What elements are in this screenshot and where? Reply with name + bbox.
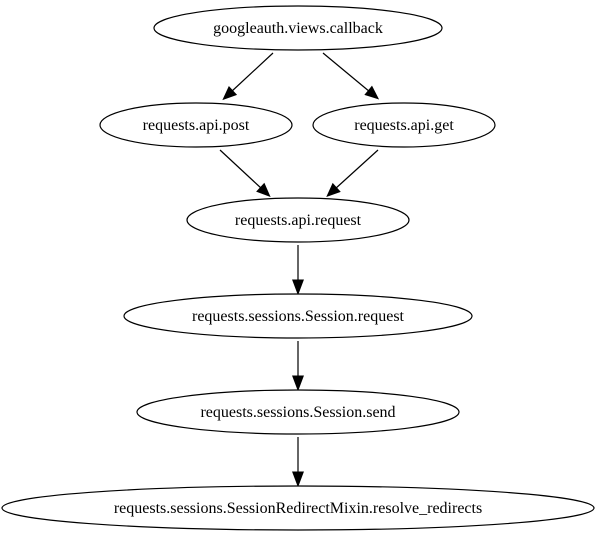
node-label: requests.api.post <box>143 117 250 134</box>
edge-post-to-request <box>219 149 271 198</box>
edge-callback-to-post <box>222 52 274 101</box>
node-requests-api-get: requests.api.get <box>312 102 496 148</box>
edge-session-request-to-session-send <box>292 341 304 392</box>
node-label: requests.sessions.Session.send <box>200 404 395 421</box>
node-label: requests.sessions.SessionRedirectMixin.r… <box>114 500 482 517</box>
node-requests-api-post: requests.api.post <box>99 102 293 148</box>
node-requests-api-request: requests.api.request <box>186 197 410 243</box>
nodes-layer: googleauth.views.callback requests.api.p… <box>1 5 595 531</box>
edges-layer <box>219 52 380 488</box>
edge-session-send-to-resolve-redirects <box>292 437 304 488</box>
node-label: requests.api.get <box>354 117 454 134</box>
node-label: googleauth.views.callback <box>213 20 383 37</box>
node-label: requests.api.request <box>235 212 362 229</box>
edge-callback-to-get <box>322 52 380 100</box>
node-label: requests.sessions.Session.request <box>192 308 405 325</box>
node-requests-sessions-session-request: requests.sessions.Session.request <box>123 293 473 339</box>
node-requests-sessions-session-send: requests.sessions.Session.send <box>136 389 460 435</box>
edge-request-to-session-request <box>292 245 304 296</box>
node-googleauth-views-callback: googleauth.views.callback <box>153 5 443 51</box>
node-requests-sessions-sessionredirectmixin-resolve-redirects: requests.sessions.SessionRedirectMixin.r… <box>1 485 595 531</box>
edge-get-to-request <box>326 149 379 197</box>
